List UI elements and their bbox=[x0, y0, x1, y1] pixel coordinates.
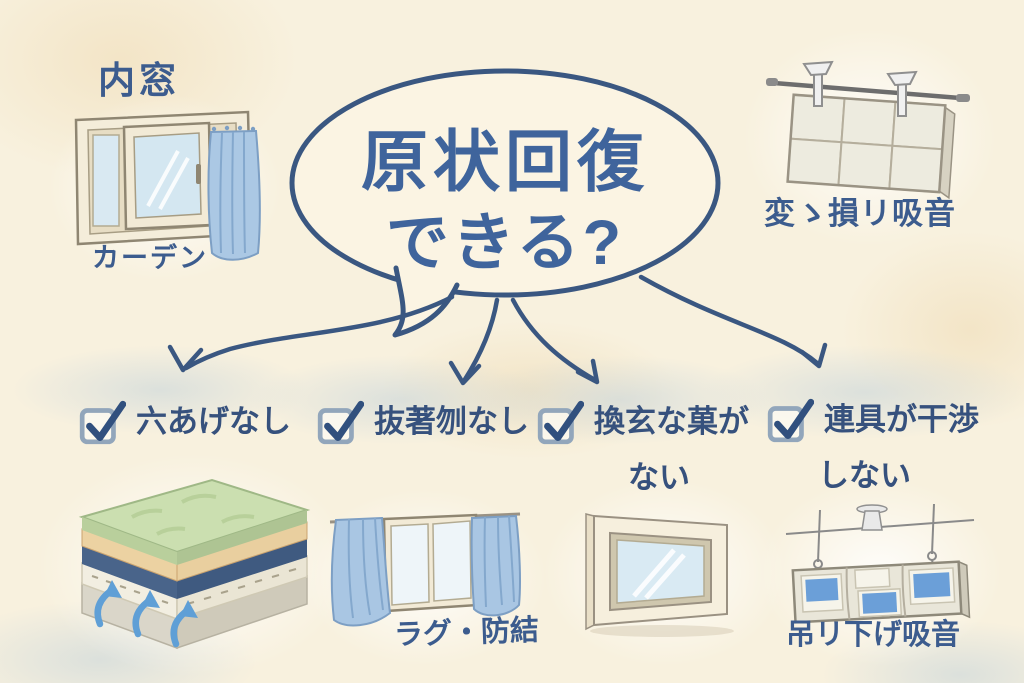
hanging-absorber-illustration bbox=[782, 496, 978, 630]
checklist-item-2: 抜著刎なし bbox=[316, 398, 529, 446]
checklist-label: 六あげなし bbox=[136, 404, 291, 439]
arrow-to-item-2 bbox=[448, 297, 500, 386]
window-handle bbox=[196, 164, 201, 184]
curtain-caption: カーデン bbox=[92, 243, 208, 273]
bubble-title-line1: 原状回復 bbox=[361, 125, 649, 200]
speech-bubble bbox=[289, 68, 721, 338]
checkbox-checked-icon bbox=[317, 400, 364, 445]
shadow bbox=[590, 625, 734, 637]
checklist-item-1: 六あげなし bbox=[78, 398, 291, 446]
checkbox-checked-icon bbox=[79, 400, 126, 445]
window-sliding-pane bbox=[122, 121, 213, 231]
ceiling-fixture bbox=[856, 504, 888, 531]
curtain-right bbox=[470, 514, 521, 617]
curtain-illustration bbox=[204, 122, 264, 264]
checklist-label: 連具が干渉 bbox=[824, 402, 979, 437]
checklist-label: 換玄な菓が bbox=[594, 404, 749, 439]
checkbox-checked-icon bbox=[537, 400, 584, 445]
rug-caption: ラグ・防結 bbox=[393, 614, 540, 652]
arrow-to-item-1 bbox=[167, 294, 455, 373]
hanging-absorber-caption: 吊リ下げ吸音 bbox=[786, 619, 961, 651]
airflow-arrows bbox=[94, 580, 198, 648]
checklist-item-4: 連具が干渉 bbox=[766, 396, 979, 444]
curtain-panel bbox=[207, 125, 261, 261]
window-frame bbox=[585, 513, 728, 631]
inner-window-heading: 内窓 bbox=[98, 60, 180, 101]
tension-rod-caption: 変ゝ損リ吸音 bbox=[764, 196, 956, 231]
checklist-label: 抜著刎なし bbox=[374, 404, 529, 439]
rug-layers bbox=[78, 478, 311, 650]
tension-rod bbox=[766, 78, 970, 102]
bubble-title-line2: できる? bbox=[385, 208, 625, 278]
absorber-board bbox=[791, 560, 971, 624]
arrow-to-item-3 bbox=[510, 297, 600, 385]
checklist-label-line2: しない bbox=[818, 458, 911, 493]
arrow-to-item-4 bbox=[638, 274, 828, 369]
checkbox-checked-icon bbox=[767, 398, 814, 443]
rod-bracket bbox=[802, 60, 918, 117]
layered-rug-illustration bbox=[62, 472, 324, 657]
glass bbox=[616, 539, 705, 604]
checklist-label-line2: ない bbox=[628, 460, 690, 495]
checklist-item-3: 換玄な菓が bbox=[536, 398, 749, 446]
curtain-window-illustration bbox=[322, 505, 528, 637]
panel-grid bbox=[786, 93, 956, 200]
curtain-left bbox=[330, 516, 392, 627]
framed-window-illustration bbox=[572, 498, 754, 640]
window-frame bbox=[382, 513, 480, 613]
window-side-pane bbox=[92, 134, 120, 227]
tension-rod-panel-illustration bbox=[762, 40, 974, 202]
